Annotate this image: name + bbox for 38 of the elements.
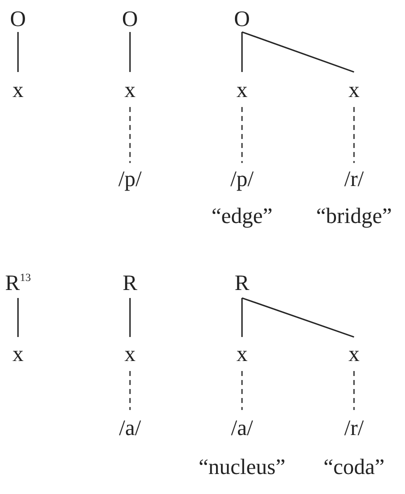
tree-node-label: x (348, 78, 360, 100)
tree-node-label: x (12, 343, 24, 365)
association-line (241, 371, 243, 410)
tree-node-label: R$^{13}$ (5, 272, 31, 294)
tree-branch (129, 32, 131, 72)
tree-branch (242, 297, 354, 338)
tree-node-label: x (236, 343, 248, 365)
association-line (129, 107, 131, 163)
tree-branch (242, 31, 354, 73)
tree-branch (17, 32, 19, 72)
tree-node-label: /a/ (119, 417, 141, 439)
association-line (353, 107, 355, 163)
tree-node-label: R (122, 272, 138, 294)
tree-branch (129, 298, 131, 337)
gloss-label: “nucleus” (198, 456, 286, 478)
tree-branch (17, 298, 19, 337)
tree-node-label: /a/ (231, 417, 253, 439)
gloss-label: “coda” (323, 456, 385, 478)
association-line (353, 371, 355, 410)
tree-node-label: O (234, 8, 250, 30)
gloss-label: “edge” (211, 205, 273, 227)
tree-node-label: x (236, 78, 248, 100)
association-line (241, 107, 243, 163)
tree-node-label: x (124, 343, 136, 365)
tree-node-label: O (122, 8, 138, 30)
gloss-label: “bridge” (316, 205, 392, 227)
tree-node-label: x (124, 78, 136, 100)
tree-node-label: x (12, 78, 24, 100)
tree-node-label: /r/ (344, 417, 364, 439)
tree-branch (241, 32, 243, 72)
tree-node-label: O (10, 8, 26, 30)
tree-branch (241, 298, 243, 337)
tree-node-label: /r/ (344, 168, 364, 190)
tree-node-label: R (234, 272, 250, 294)
tree-node-label: /p/ (118, 168, 142, 190)
tree-node-label: /p/ (230, 168, 254, 190)
association-line (129, 371, 131, 410)
tree-node-label: x (348, 343, 360, 365)
